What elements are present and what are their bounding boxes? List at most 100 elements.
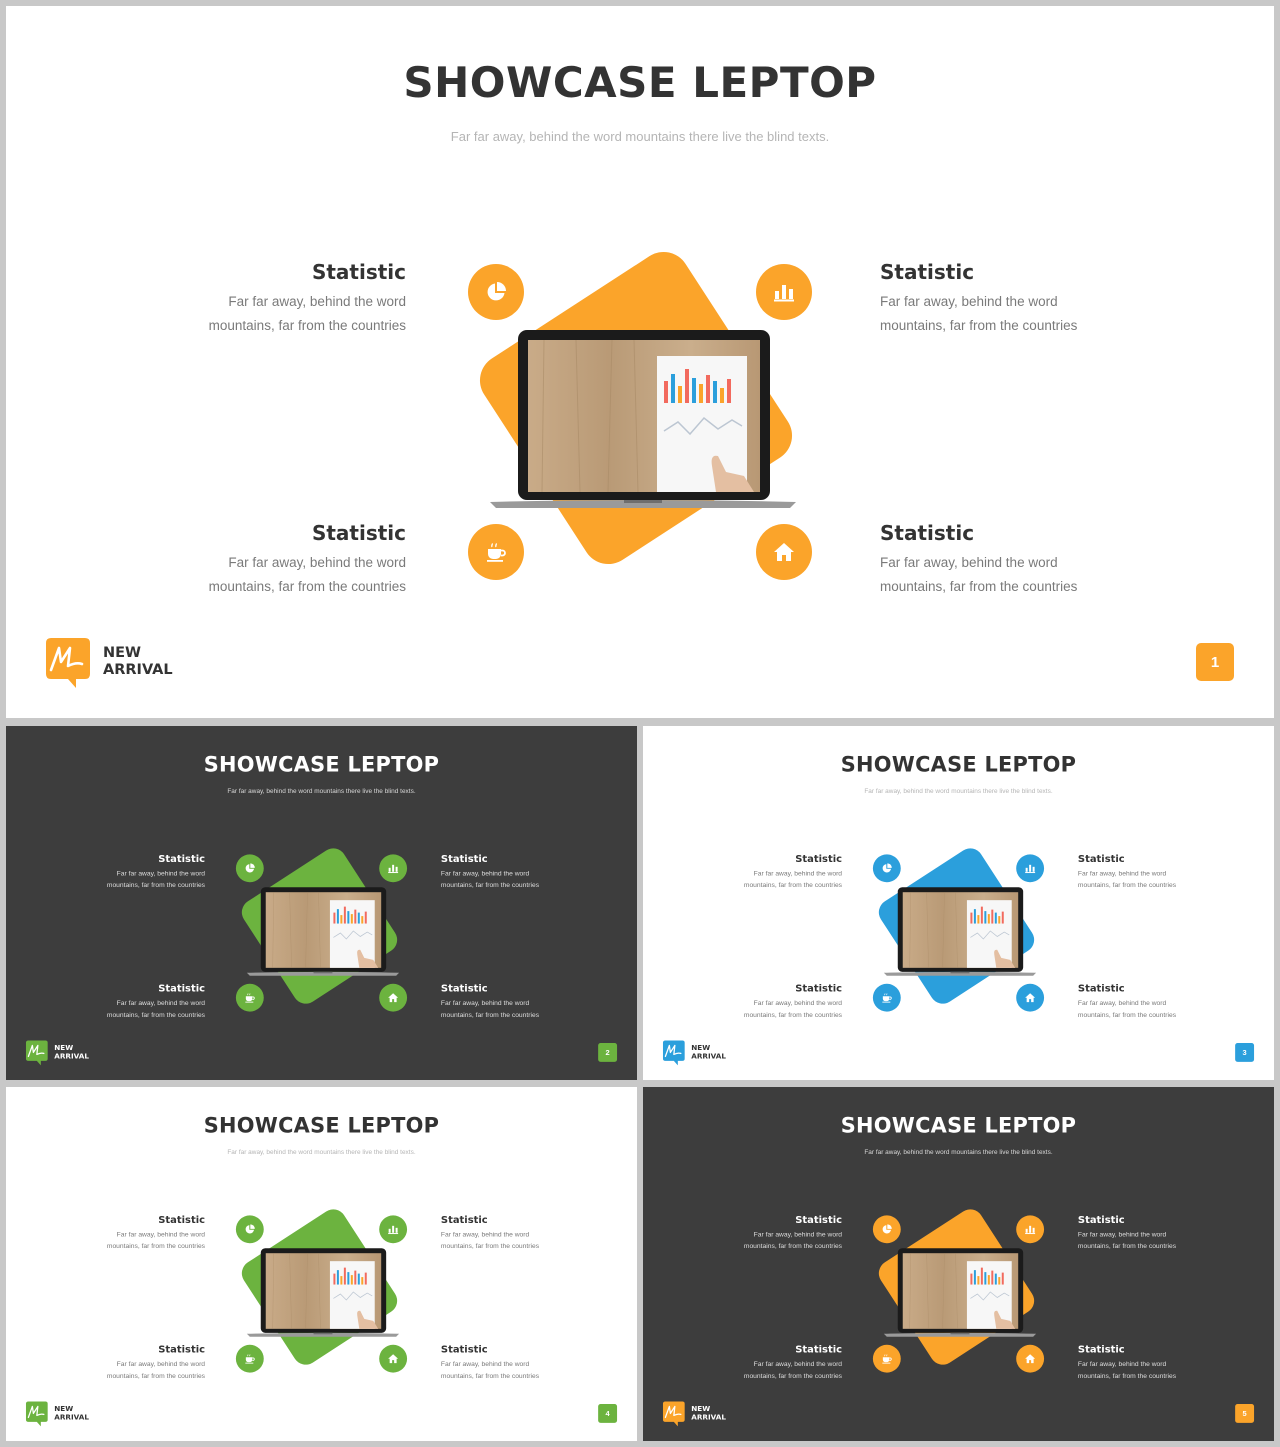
brand-logo-mark: [662, 1401, 685, 1427]
statistic-text-line: mountains, far from the countries: [1077, 1372, 1177, 1380]
laptop-image: [881, 885, 1039, 977]
statistic-block-bottom-right: Statistic Far far away, behind the word …: [441, 1343, 570, 1382]
slide-content: SHOWCASE LEPTOP Far far away, behind the…: [643, 1087, 1274, 1441]
slide-title: SHOWCASE LEPTOP: [203, 1112, 440, 1138]
brand-logo-text: NEW ARRIVAL: [691, 1405, 726, 1422]
slide-title: SHOWCASE LEPTOP: [403, 58, 877, 107]
statistic-text-line: mountains, far from the countries: [743, 1372, 843, 1380]
slide-subtitle: Far far away, behind the word mountains …: [864, 787, 1053, 795]
slide-5: SHOWCASE LEPTOP Far far away, behind the…: [643, 1087, 1274, 1441]
statistic-block-top-left: Statistic Far far away, behind the word …: [76, 1213, 205, 1252]
statistic-text-line: Far far away, behind the word: [440, 869, 530, 877]
slide-subtitle: Far far away, behind the word mountains …: [227, 1148, 416, 1156]
coffee-cup-icon: [235, 1344, 264, 1373]
slide-1: SHOWCASE LEPTOP Far far away, behind the…: [6, 6, 1274, 718]
pie-chart-icon: [872, 854, 901, 883]
page-number-badge: 5: [1235, 1403, 1255, 1423]
statistic-text-line: mountains, far from the countries: [106, 1242, 206, 1250]
statistic-text-line: Far far away, behind the word: [116, 1360, 206, 1368]
laptop-image: [244, 885, 402, 977]
statistic-text-line: mountains, far from the countries: [208, 318, 406, 333]
statistic-text-line: mountains, far from the countries: [1077, 881, 1177, 889]
statistic-text-line: Far far away, behind the word: [880, 555, 1058, 570]
coffee-cup-icon: [872, 1344, 901, 1373]
statistic-block-top-left: Statistic Far far away, behind the word …: [713, 1213, 842, 1252]
brand-logo-text: NEW ARRIVAL: [103, 645, 173, 679]
statistic-text-line: Far far away, behind the word: [116, 1230, 206, 1238]
brand-logo: NEW ARRIVAL: [662, 1401, 743, 1427]
brand-logo-mark: [25, 1040, 48, 1066]
statistic-text-line: Far far away, behind the word: [880, 294, 1058, 309]
brand-logo-text: NEW ARRIVAL: [54, 1405, 89, 1422]
page-number-badge: 3: [1235, 1042, 1255, 1062]
statistic-text-line: mountains, far from the countries: [440, 881, 540, 889]
statistic-text-line: Far far away, behind the word: [753, 1230, 843, 1238]
brand-logo: NEW ARRIVAL: [25, 1040, 106, 1066]
statistic-title: Statistic: [795, 852, 843, 865]
brand-logo-text: NEW ARRIVAL: [54, 1044, 89, 1061]
slide-content: SHOWCASE LEPTOP Far far away, behind the…: [643, 726, 1274, 1080]
slide-content: SHOWCASE LEPTOP Far far away, behind the…: [6, 6, 1274, 718]
brand-logo-mark: [662, 1040, 685, 1066]
statistic-text-line: Far far away, behind the word: [228, 294, 406, 309]
statistic-block-bottom-right: Statistic Far far away, behind the word …: [1078, 982, 1207, 1021]
slide-subtitle: Far far away, behind the word mountains …: [864, 1148, 1053, 1156]
statistic-text-line: Far far away, behind the word: [116, 869, 206, 877]
brand-logo-mark: [46, 638, 90, 688]
statistic-title: Statistic: [880, 521, 975, 545]
brand-logo: NEW ARRIVAL: [25, 1401, 106, 1427]
statistic-block-bottom-left: Statistic Far far away, behind the word …: [713, 982, 842, 1021]
brand-logo-line: ARRIVAL: [103, 662, 173, 678]
brand-logo-line: ARRIVAL: [691, 1052, 726, 1061]
statistic-block-bottom-left: Statistic Far far away, behind the word …: [713, 1343, 842, 1382]
brand-logo-mark: [25, 1401, 48, 1427]
slide-4: SHOWCASE LEPTOP Far far away, behind the…: [6, 1087, 637, 1441]
statistic-text-line: mountains, far from the countries: [880, 579, 1078, 594]
slide-content: SHOWCASE LEPTOP Far far away, behind the…: [6, 1087, 637, 1441]
statistic-title: Statistic: [440, 852, 488, 865]
statistic-title: Statistic: [158, 1213, 206, 1226]
page-number-badge: 2: [598, 1042, 618, 1062]
home-icon: [1016, 983, 1045, 1012]
statistic-text-line: Far far away, behind the word: [753, 999, 843, 1007]
statistic-title: Statistic: [1077, 1213, 1125, 1226]
statistic-text-line: Far far away, behind the word: [440, 999, 530, 1007]
home-icon: [756, 524, 812, 580]
statistic-text-line: mountains, far from the countries: [1077, 1011, 1177, 1019]
home-icon: [379, 983, 408, 1012]
statistic-block-bottom-right: Statistic Far far away, behind the word …: [441, 982, 570, 1021]
home-icon: [379, 1344, 408, 1373]
brand-logo-line: ARRIVAL: [54, 1413, 89, 1422]
brand-logo-line: ARRIVAL: [54, 1052, 89, 1061]
statistic-title: Statistic: [880, 260, 975, 284]
brand-logo-line: NEW: [54, 1404, 74, 1413]
slide-3: SHOWCASE LEPTOP Far far away, behind the…: [643, 726, 1274, 1080]
statistic-block-top-right: Statistic Far far away, behind the word …: [880, 260, 1140, 338]
statistic-text-line: Far far away, behind the word: [116, 999, 206, 1007]
slide-title: SHOWCASE LEPTOP: [203, 751, 440, 777]
statistic-block-top-left: Statistic Far far away, behind the word …: [146, 260, 406, 338]
brand-logo-line: NEW: [54, 1043, 74, 1052]
statistic-block-bottom-right: Statistic Far far away, behind the word …: [1078, 1343, 1207, 1382]
statistic-text-line: mountains, far from the countries: [208, 579, 406, 594]
statistic-text-line: Far far away, behind the word: [440, 1360, 530, 1368]
statistic-title: Statistic: [795, 1213, 843, 1226]
statistic-text-line: mountains, far from the countries: [106, 1011, 206, 1019]
laptop-image: [244, 1246, 402, 1338]
slide-content: SHOWCASE LEPTOP Far far away, behind the…: [6, 726, 637, 1080]
statistic-block-bottom-right: Statistic Far far away, behind the word …: [880, 521, 1140, 599]
statistic-text-line: mountains, far from the countries: [440, 1242, 540, 1250]
statistic-block-bottom-left: Statistic Far far away, behind the word …: [76, 982, 205, 1021]
statistic-text-line: Far far away, behind the word: [1077, 869, 1167, 877]
brand-logo: NEW ARRIVAL: [46, 638, 206, 690]
statistic-title: Statistic: [795, 982, 843, 995]
statistic-title: Statistic: [158, 982, 206, 995]
bar-chart-icon: [379, 1215, 408, 1244]
coffee-cup-icon: [468, 524, 524, 580]
slide-title: SHOWCASE LEPTOP: [840, 1112, 1077, 1138]
statistic-title: Statistic: [311, 521, 406, 545]
statistic-title: Statistic: [440, 1213, 488, 1226]
pie-chart-icon: [468, 264, 524, 320]
statistic-title: Statistic: [1077, 1343, 1125, 1356]
laptop-image: [881, 1246, 1039, 1338]
